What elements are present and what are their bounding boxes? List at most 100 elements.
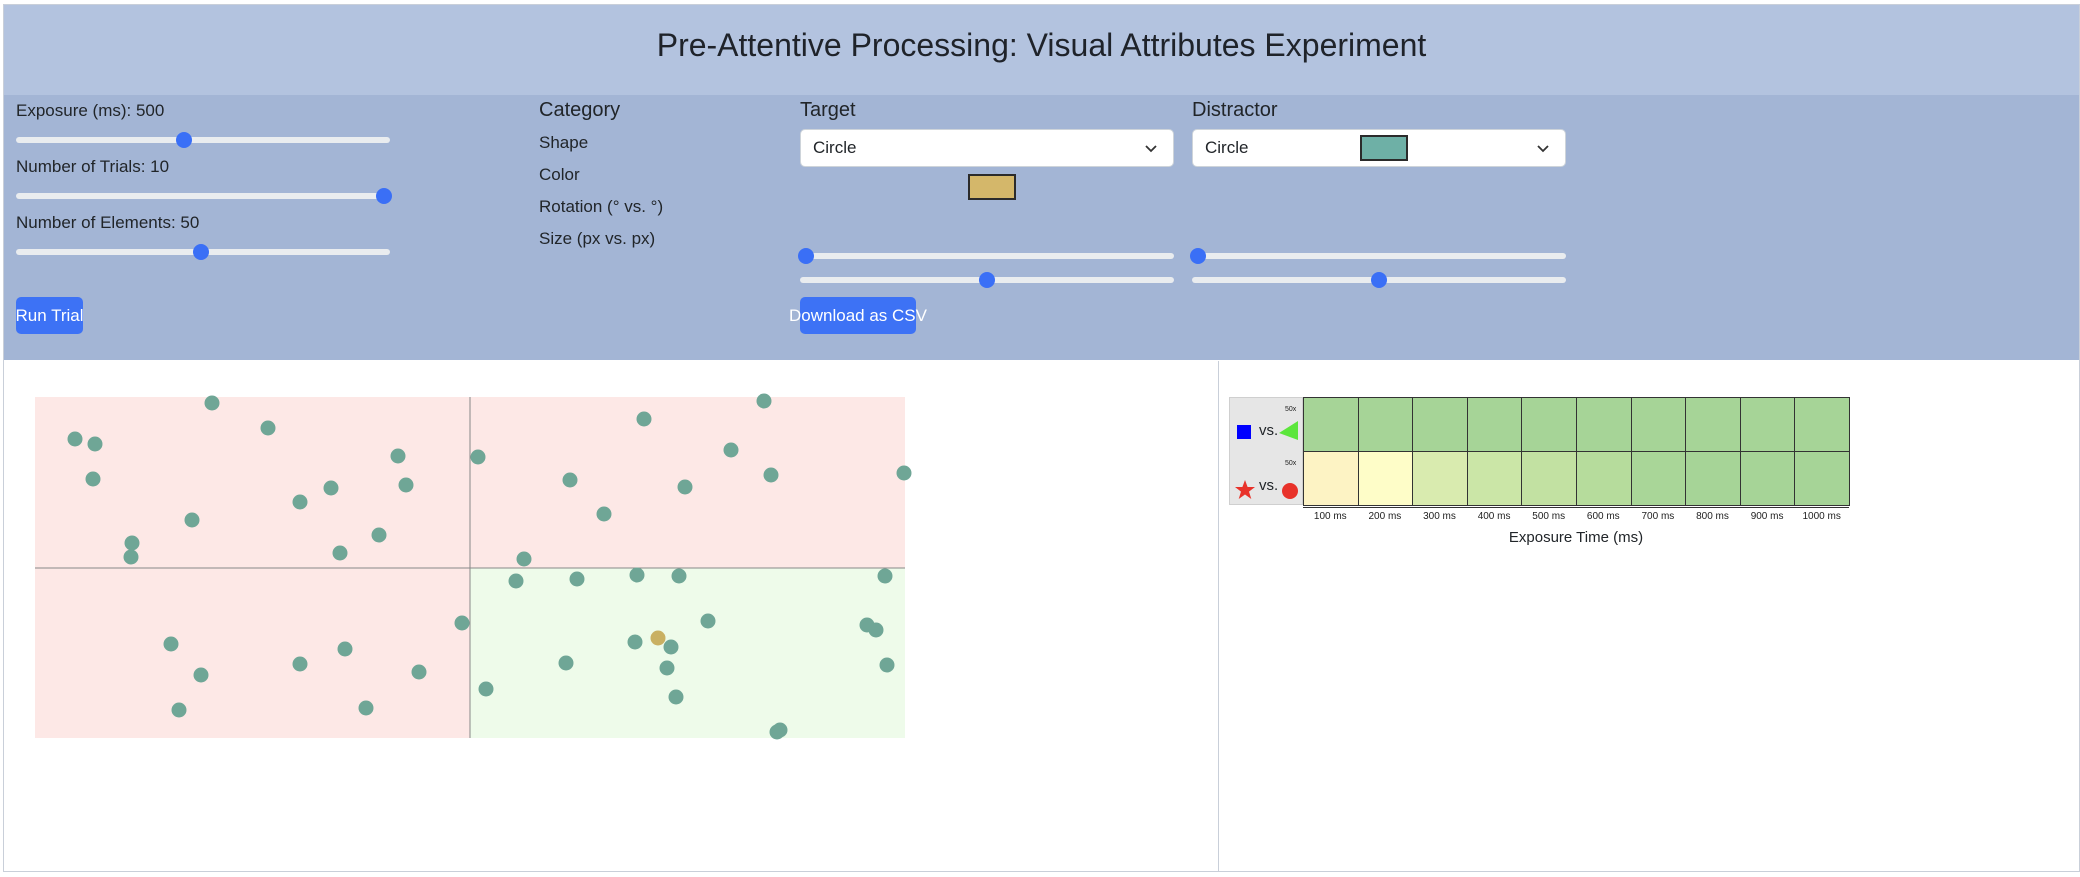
- distractor-dot: [629, 567, 645, 583]
- trials-label: Number of Trials: 10: [16, 157, 170, 176]
- exposure-slider[interactable]: [16, 132, 390, 148]
- distractor-color-swatch[interactable]: [1360, 135, 1408, 161]
- distractor-dot: [879, 657, 895, 673]
- stimulus-field: [35, 393, 912, 740]
- heatmap-cell: [1521, 397, 1577, 452]
- distractor-dot: [337, 641, 353, 657]
- controls-panel: Exposure (ms): 500 Number of Trials: 10 …: [4, 95, 2079, 360]
- distractor-dot: [659, 660, 675, 676]
- target-dot: [650, 630, 666, 646]
- chevron-down-icon: [1145, 145, 1157, 153]
- distractor-dot: [478, 681, 494, 697]
- exposure-label: Exposure (ms): 500: [16, 101, 165, 120]
- distractor-dot: [868, 622, 884, 638]
- distractor-dot: [562, 472, 578, 488]
- row-1-badge: 50x: [1285, 406, 1297, 413]
- heatmap-cell: [1521, 451, 1577, 506]
- heatmap-x-tick: 400 ms: [1477, 511, 1511, 522]
- elements-slider-thumb[interactable]: [193, 244, 210, 260]
- distractor-dot: [292, 656, 308, 672]
- category-size: Size (px vs. px): [539, 229, 656, 248]
- distractor-header: Distractor: [1192, 99, 1278, 121]
- distractor-dot: [124, 535, 140, 551]
- distractor-rotation-thumb[interactable]: [1190, 248, 1206, 264]
- distractor-size-thumb[interactable]: [1371, 272, 1387, 288]
- distractor-dot: [193, 667, 209, 683]
- heatmap-cell: [1466, 397, 1523, 452]
- distractor-dot: [67, 431, 83, 447]
- heatmap-cell: [1630, 397, 1687, 452]
- distractor-dot: [123, 549, 139, 565]
- heatmap-cell: [1412, 397, 1468, 452]
- heatmap-x-tick: 500 ms: [1532, 511, 1566, 522]
- distractor-dot: [398, 477, 414, 493]
- stimulus-panel: [4, 361, 1219, 871]
- heatmap-x-tick: 1000 ms: [1802, 511, 1841, 522]
- distractor-dot: [723, 442, 739, 458]
- distractor-dot: [877, 568, 893, 584]
- distractor-size-slider[interactable]: [1192, 272, 1566, 288]
- heatmap-cell: [1357, 397, 1414, 452]
- heatmap-cell: [1576, 397, 1632, 452]
- target-color-swatch[interactable]: [968, 174, 1016, 200]
- distractor-dot: [163, 636, 179, 652]
- distractor-dot: [332, 545, 348, 561]
- distractor-dot: [292, 494, 308, 510]
- distractor-shape-value: Circle: [1205, 138, 1249, 157]
- quadrant-bottom-left: [35, 568, 470, 738]
- distractor-dot: [371, 527, 387, 543]
- heatmap-cell: [1739, 397, 1796, 452]
- distractor-dot: [596, 506, 612, 522]
- heatmap-cell: [1303, 451, 1359, 506]
- heatmap-cell: [1685, 397, 1741, 452]
- heatmap-cell: [1794, 397, 1850, 452]
- target-size-thumb[interactable]: [979, 272, 995, 288]
- download-csv-button[interactable]: Download as CSV: [789, 297, 927, 334]
- heatmap-cell: [1466, 451, 1523, 506]
- exposure-slider-thumb[interactable]: [176, 132, 193, 148]
- distractor-dot: [677, 479, 693, 495]
- heatmap-cell: [1739, 451, 1796, 506]
- heatmap-x-tick: 300 ms: [1423, 511, 1456, 522]
- run-trial-button[interactable]: Run Trial: [15, 297, 84, 334]
- app-window: Pre-Attentive Processing: Visual Attribu…: [3, 4, 2080, 872]
- distractor-dot: [358, 700, 374, 716]
- trials-slider-thumb[interactable]: [376, 188, 392, 204]
- target-size-slider[interactable]: [800, 272, 1174, 288]
- quadrant-top-left: [35, 397, 470, 568]
- elements-label: Number of Elements: 50: [16, 213, 200, 232]
- distractor-rotation-slider[interactable]: [1190, 248, 1566, 264]
- star-icon: [1235, 480, 1255, 499]
- stimulus-elements: [67, 393, 912, 740]
- distractor-dot: [85, 471, 101, 487]
- distractor-dot: [700, 613, 716, 629]
- row-2-vs: vs.: [1259, 477, 1279, 494]
- distractor-dot: [896, 465, 912, 481]
- heatmap-x-axis: [1303, 507, 1849, 508]
- page-title: Pre-Attentive Processing: Visual Attribu…: [656, 27, 1427, 63]
- category-header: Category: [539, 99, 621, 121]
- heatmap-cell: [1303, 397, 1359, 452]
- distractor-dot: [323, 480, 339, 496]
- heatmap-cell: [1794, 451, 1850, 506]
- trials-slider[interactable]: [16, 188, 392, 204]
- category-shape: Shape: [539, 133, 589, 152]
- distractor-dot: [671, 568, 687, 584]
- distractor-dot: [668, 689, 684, 705]
- target-shape-select[interactable]: Circle: [800, 129, 1174, 167]
- heatmap-x-tick: 600 ms: [1586, 511, 1620, 522]
- elements-slider[interactable]: [16, 244, 390, 260]
- target-rotation-slider[interactable]: [798, 248, 1174, 264]
- target-rotation-thumb[interactable]: [798, 248, 814, 264]
- category-rotation: Rotation (° vs. °): [539, 197, 664, 216]
- distractor-dot: [558, 655, 574, 671]
- distractor-dot: [184, 512, 200, 528]
- heatmap-cell: [1412, 451, 1468, 506]
- heatmap-x-tick: 200 ms: [1368, 511, 1402, 522]
- row-2-badge: 50x: [1285, 460, 1297, 467]
- title-bar: Pre-Attentive Processing: Visual Attribu…: [4, 5, 2079, 95]
- distractor-dot: [508, 573, 524, 589]
- heatmap-cell: [1685, 451, 1741, 506]
- heatmap-cell: [1630, 451, 1687, 506]
